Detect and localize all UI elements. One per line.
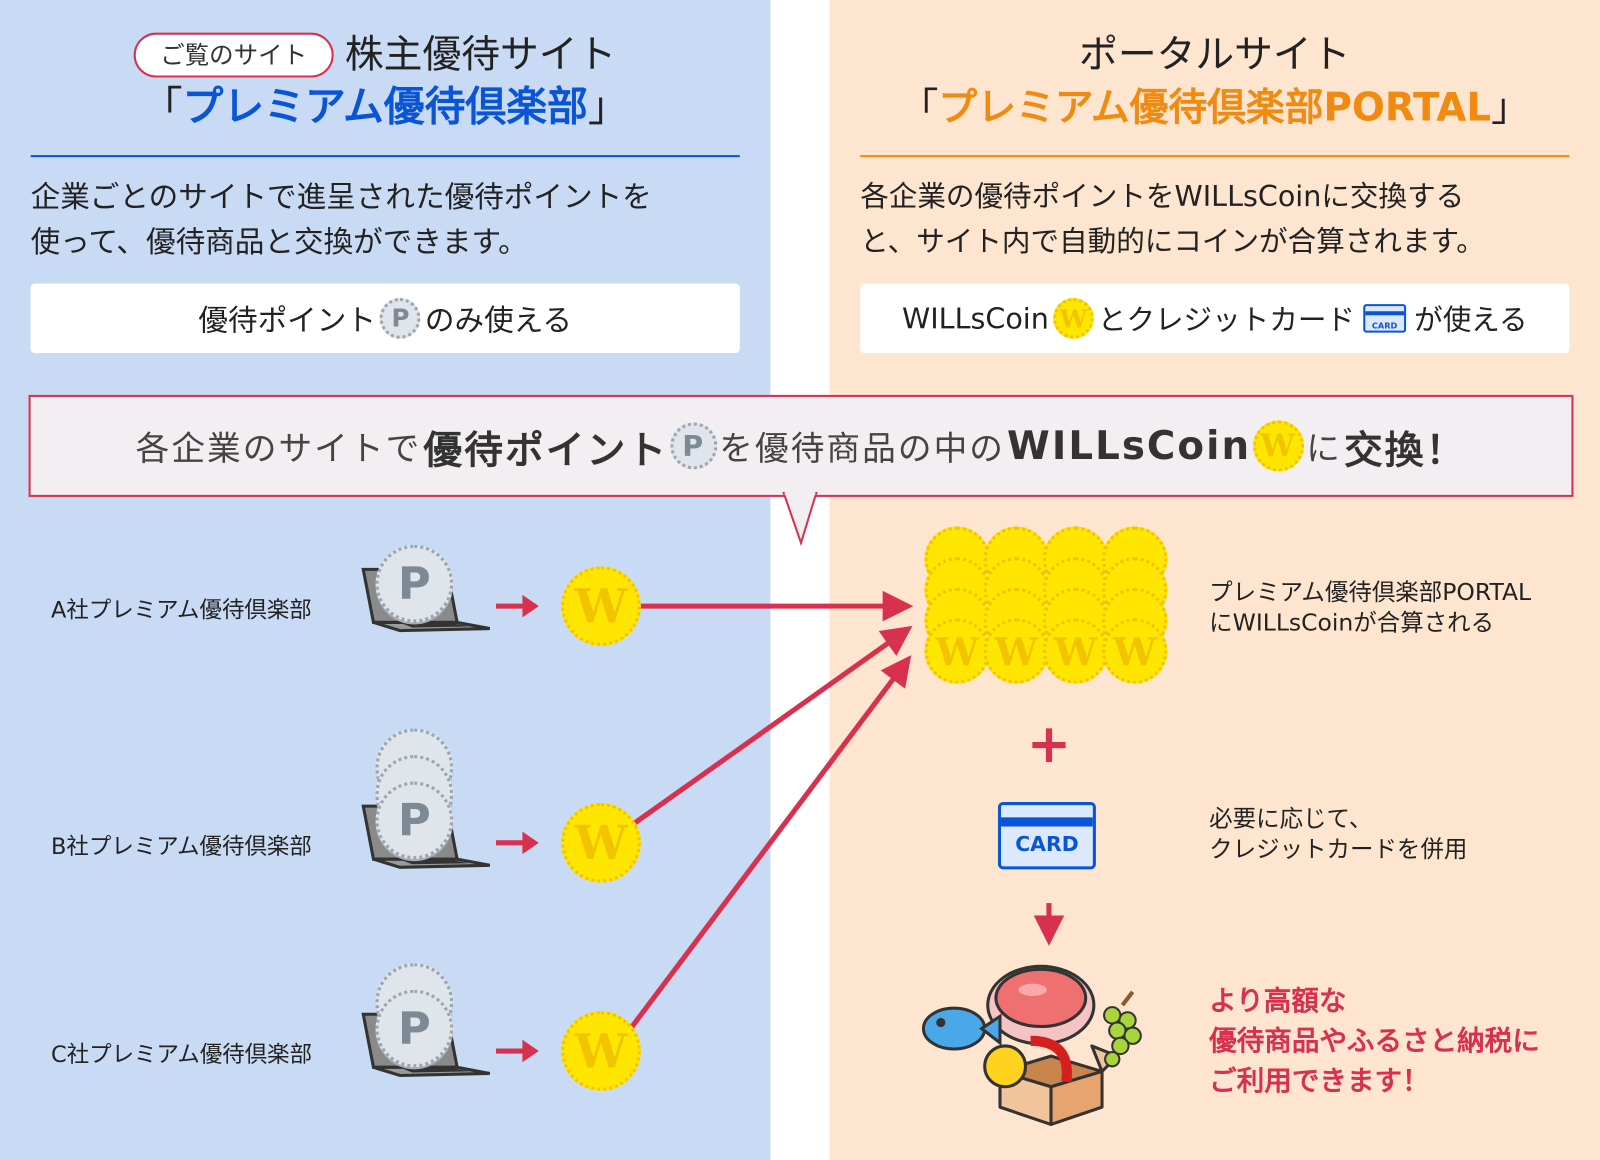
- sum-text-2: にWILLsCoinが合算される: [1209, 610, 1495, 637]
- left-box-text-1: 優待ポイント: [198, 303, 376, 338]
- citrus-icon: [983, 1044, 1028, 1089]
- grapes-icon: [1103, 990, 1142, 1068]
- card-text-1: 必要に応じて、: [1209, 806, 1373, 833]
- right-desc-2: と、サイト内で自動的にコインが合算されます。: [860, 224, 1485, 259]
- credit-card-icon: CARD: [1363, 304, 1406, 333]
- company-label: A社プレミアム優待倶楽部: [51, 597, 312, 624]
- point-coin-icon: P: [380, 297, 421, 339]
- company-label: C社プレミアム優待倶楽部: [51, 1042, 313, 1069]
- left-site-name: 「プレミアム優待倶楽部」: [31, 82, 740, 133]
- fish-icon: [921, 1006, 1002, 1051]
- right-divider: [860, 155, 1570, 158]
- right-site-name: 「プレミアム優待倶楽部PORTAL」: [860, 82, 1569, 133]
- arrow-right-icon: [495, 594, 539, 618]
- right-usage-box: WILLsCoin W とクレジットカード CARD が使える: [860, 283, 1570, 354]
- bracket-close: 」: [587, 83, 629, 131]
- wills-coin-icon: W: [1102, 618, 1168, 684]
- right-box-coin-text: WILLsCoin: [901, 301, 1049, 336]
- bracket-open: 「: [899, 84, 939, 130]
- sum-text-1: プレミアム優待倶楽部PORTAL: [1209, 579, 1532, 607]
- result-text-1: より高額な: [1209, 985, 1347, 1018]
- wills-coin-icon: W: [983, 618, 1049, 684]
- arrow-right-icon: [495, 831, 539, 855]
- point-coin-icon: P: [375, 544, 454, 623]
- wills-coin-icon: W: [561, 566, 641, 646]
- point-coin-icon: P: [375, 781, 454, 860]
- arrow-c-to-portal: [628, 655, 912, 1031]
- bracket-close: 」: [1491, 84, 1530, 130]
- left-desc-1: 企業ごとのサイトで進呈された優待ポイントを: [30, 179, 652, 215]
- shrimp-icon: [1030, 1035, 1072, 1083]
- wills-coin-icon: W: [924, 618, 990, 684]
- right-desc-1: 各企業の優待ポイントをWILLsCoinに交換する: [860, 179, 1465, 214]
- banner-text-2: 優待ポイント: [423, 427, 669, 472]
- banner-tail: [782, 491, 818, 547]
- arrow-b-to-portal: [631, 625, 913, 827]
- card-text-2: クレジットカードを併用: [1209, 836, 1468, 864]
- exchange-banner: 各企業のサイトで 優待ポイント P を優待商品の中の WILLsCoin W に…: [28, 394, 1574, 497]
- wills-coin-icon: W: [1052, 297, 1094, 339]
- point-coin-icon: P: [670, 422, 718, 470]
- right-site-name-text: プレミアム優待倶楽部PORTAL: [938, 84, 1492, 130]
- card-label: CARD: [1015, 831, 1079, 857]
- current-site-badge: ご覧のサイト: [133, 32, 334, 78]
- arrow-right-icon: [495, 1039, 539, 1063]
- banner-text-4: WILLsCoin: [1007, 423, 1252, 469]
- left-usage-box: 優待ポイント P のみ使える: [30, 283, 740, 354]
- meat-icon: [986, 964, 1096, 1046]
- right-box-text-2: とクレジットカード: [1097, 303, 1355, 337]
- left-box-text-2: のみ使える: [424, 303, 573, 338]
- banner-text-5: に: [1306, 428, 1342, 469]
- banner-text-3: を優待商品の中の: [719, 428, 1005, 469]
- wills-coin-icon: W: [561, 803, 641, 883]
- left-desc-2: 使って、優待商品と交換ができます。: [30, 224, 528, 260]
- result-text-2: 優待商品やふるさと納税に: [1209, 1025, 1540, 1058]
- banner-text-6: 交換！: [1343, 427, 1467, 472]
- credit-card-icon: CARD: [997, 802, 1096, 870]
- company-label: B社プレミアム優待倶楽部: [51, 834, 312, 861]
- wills-coin-icon: W: [1253, 420, 1305, 472]
- banner-text-1: 各企業のサイトで: [135, 428, 422, 469]
- card-icon-label: CARD: [1371, 321, 1398, 331]
- right-box-text-3: が使える: [1414, 303, 1528, 337]
- wills-coin-icon: W: [1042, 618, 1109, 684]
- bracket-open: 「: [141, 83, 183, 131]
- point-coin-icon: P: [375, 989, 454, 1068]
- gift-food-box-illustration: [921, 964, 1142, 1127]
- left-divider: [30, 155, 740, 158]
- right-title: ポータルサイト: [1079, 31, 1351, 77]
- wills-coin-icon: W: [561, 1011, 641, 1091]
- result-text-3: ご利用できます！: [1209, 1065, 1430, 1097]
- plus-icon: +: [1026, 714, 1072, 776]
- left-title: 株主優待サイト: [344, 31, 617, 77]
- left-site-name-text: プレミアム優待倶楽部: [182, 83, 588, 131]
